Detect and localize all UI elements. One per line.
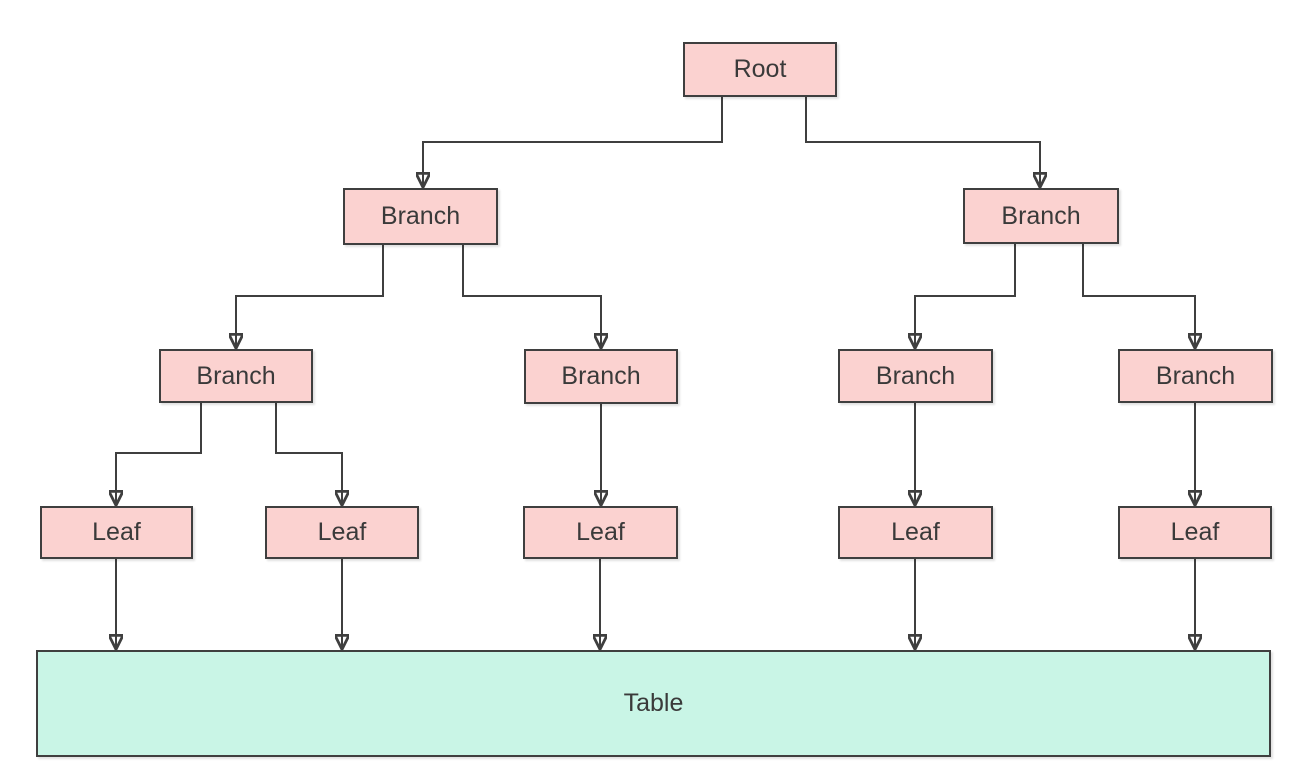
node-leaf-5: Leaf	[1118, 506, 1272, 559]
node-branch-3-2: Branch	[524, 349, 678, 404]
node-table: Table	[36, 650, 1271, 757]
node-branch-2-1: Branch	[343, 188, 498, 245]
node-root: Root	[683, 42, 837, 97]
edge-branch21-branch31	[236, 245, 384, 347]
node-branch-3-1: Branch	[159, 349, 313, 403]
node-branch-3-4: Branch	[1118, 349, 1273, 403]
edge-branch22-branch34	[1082, 244, 1195, 347]
node-leaf-1: Leaf	[40, 506, 193, 559]
edge-root-branch21	[423, 97, 723, 186]
node-branch-2-2: Branch	[963, 188, 1119, 244]
edge-branch31-leaf2	[275, 403, 342, 504]
node-leaf-2: Leaf	[265, 506, 419, 559]
edge-branch22-branch33	[915, 244, 1016, 347]
edge-root-branch22	[805, 97, 1040, 186]
node-leaf-4: Leaf	[838, 506, 993, 559]
edge-branch31-leaf1	[116, 403, 202, 504]
node-branch-3-3: Branch	[838, 349, 993, 403]
edge-branch21-branch32	[462, 245, 601, 347]
node-leaf-3: Leaf	[523, 506, 678, 559]
